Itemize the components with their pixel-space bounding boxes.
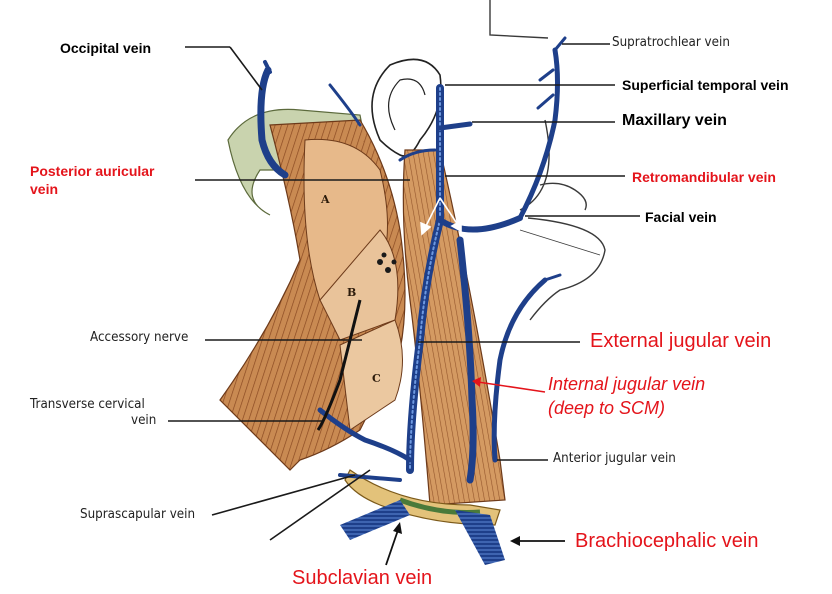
label-brachiocephalic-vein: Brachiocephalic vein: [575, 530, 759, 552]
label-maxillary-vein: Maxillary vein: [622, 112, 727, 129]
region-letter-a: A: [321, 193, 330, 206]
label-transverse-cervical-vein-line1: Transverse cervical: [30, 397, 145, 412]
label-transverse-cervical-vein-line2: vein: [131, 413, 157, 428]
label-occipital-vein: Occipital vein: [60, 40, 152, 56]
internal-jugular-arrow: [472, 377, 546, 393]
region-c-panel: [339, 319, 403, 431]
label-suprascapular-vein: Suprascapular vein: [80, 507, 196, 522]
veins: [257, 36, 567, 484]
label-facial-vein: Facial vein: [645, 209, 717, 225]
region-letter-b: B: [347, 286, 357, 299]
label-accessory-nerve: Accessory nerve: [90, 330, 189, 345]
leader-lines: [168, 43, 640, 541]
label-superficial-temporal-vein: Superficial temporal vein: [622, 77, 789, 93]
label-posterior-auricular-vein-line1: Posterior auricular: [30, 163, 155, 179]
subclavian-vein-shape: [340, 500, 410, 540]
label-internal-jugular-vein-line1: Internal jugular vein: [548, 374, 706, 394]
brachiocephalic-arrow: [510, 536, 565, 546]
label-external-jugular-vein: External jugular vein: [590, 330, 772, 352]
lymph-nodes: [377, 252, 397, 273]
label-internal-jugular-vein-line2: (deep to SCM): [548, 398, 666, 418]
label-retromandibular-vein: Retromandibular vein: [632, 169, 776, 185]
subclavian-arrow: [385, 522, 402, 566]
brachiocephalic-vein-shape: [455, 510, 505, 565]
label-posterior-auricular-vein-line2: vein: [30, 181, 59, 197]
accessory-nerve: [316, 299, 362, 431]
head-outline: [489, 0, 606, 321]
label-supratrochlear-vein: Supratrochlear vein: [612, 35, 730, 50]
retromandibular-arrows: [420, 197, 462, 236]
label-anterior-jugular-vein: Anterior jugular vein: [553, 451, 676, 466]
region-letter-c: C: [372, 372, 381, 385]
label-subclavian-vein: Subclavian vein: [292, 567, 433, 589]
ear: [371, 58, 442, 157]
